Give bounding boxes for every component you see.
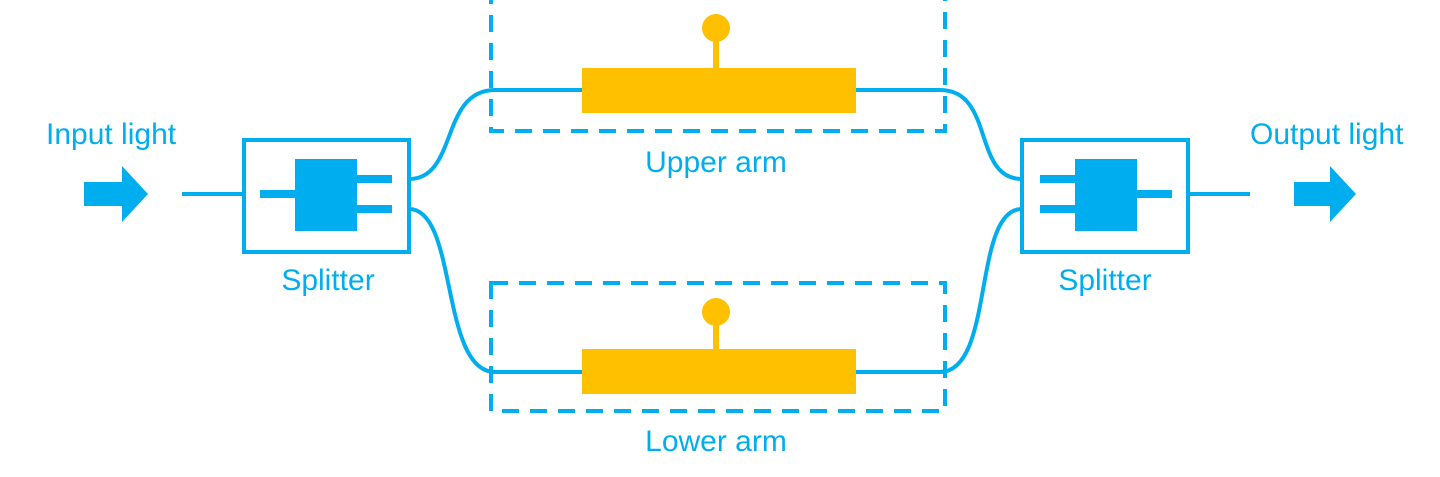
- splitter-left-block: [295, 159, 357, 231]
- splitter-right: [1020, 138, 1190, 254]
- splitter-left-label: Splitter: [281, 264, 374, 297]
- lower-arm-box: [489, 281, 947, 413]
- upper-electrode-pin-icon: [702, 14, 730, 42]
- lower-electrode-pin-icon: [702, 298, 730, 326]
- lower-arm-label: Lower arm: [645, 425, 787, 458]
- splitter-left-frame: [242, 138, 411, 254]
- splitter-left: [242, 138, 411, 254]
- lower-electrode-stem: [713, 318, 719, 351]
- output-light-label: Output light: [1250, 118, 1404, 151]
- splitter-right-block: [1075, 159, 1137, 231]
- output-arrow-icon: [1294, 166, 1356, 222]
- input-arrow-icon: [84, 166, 148, 222]
- splitter-right-label: Splitter: [1058, 264, 1151, 297]
- upper-electrode-bar: [582, 68, 856, 113]
- lower-electrode-bar: [582, 349, 856, 394]
- upper-electrode-stem: [713, 36, 719, 70]
- upper-arm-label: Upper arm: [645, 146, 787, 179]
- lower-electrode: [582, 298, 856, 394]
- upper-arm-box: [489, 0, 947, 133]
- upper-arm-waveguide: [408, 88, 1023, 181]
- upper-electrode: [582, 14, 856, 113]
- input-light-label: Input light: [46, 118, 177, 151]
